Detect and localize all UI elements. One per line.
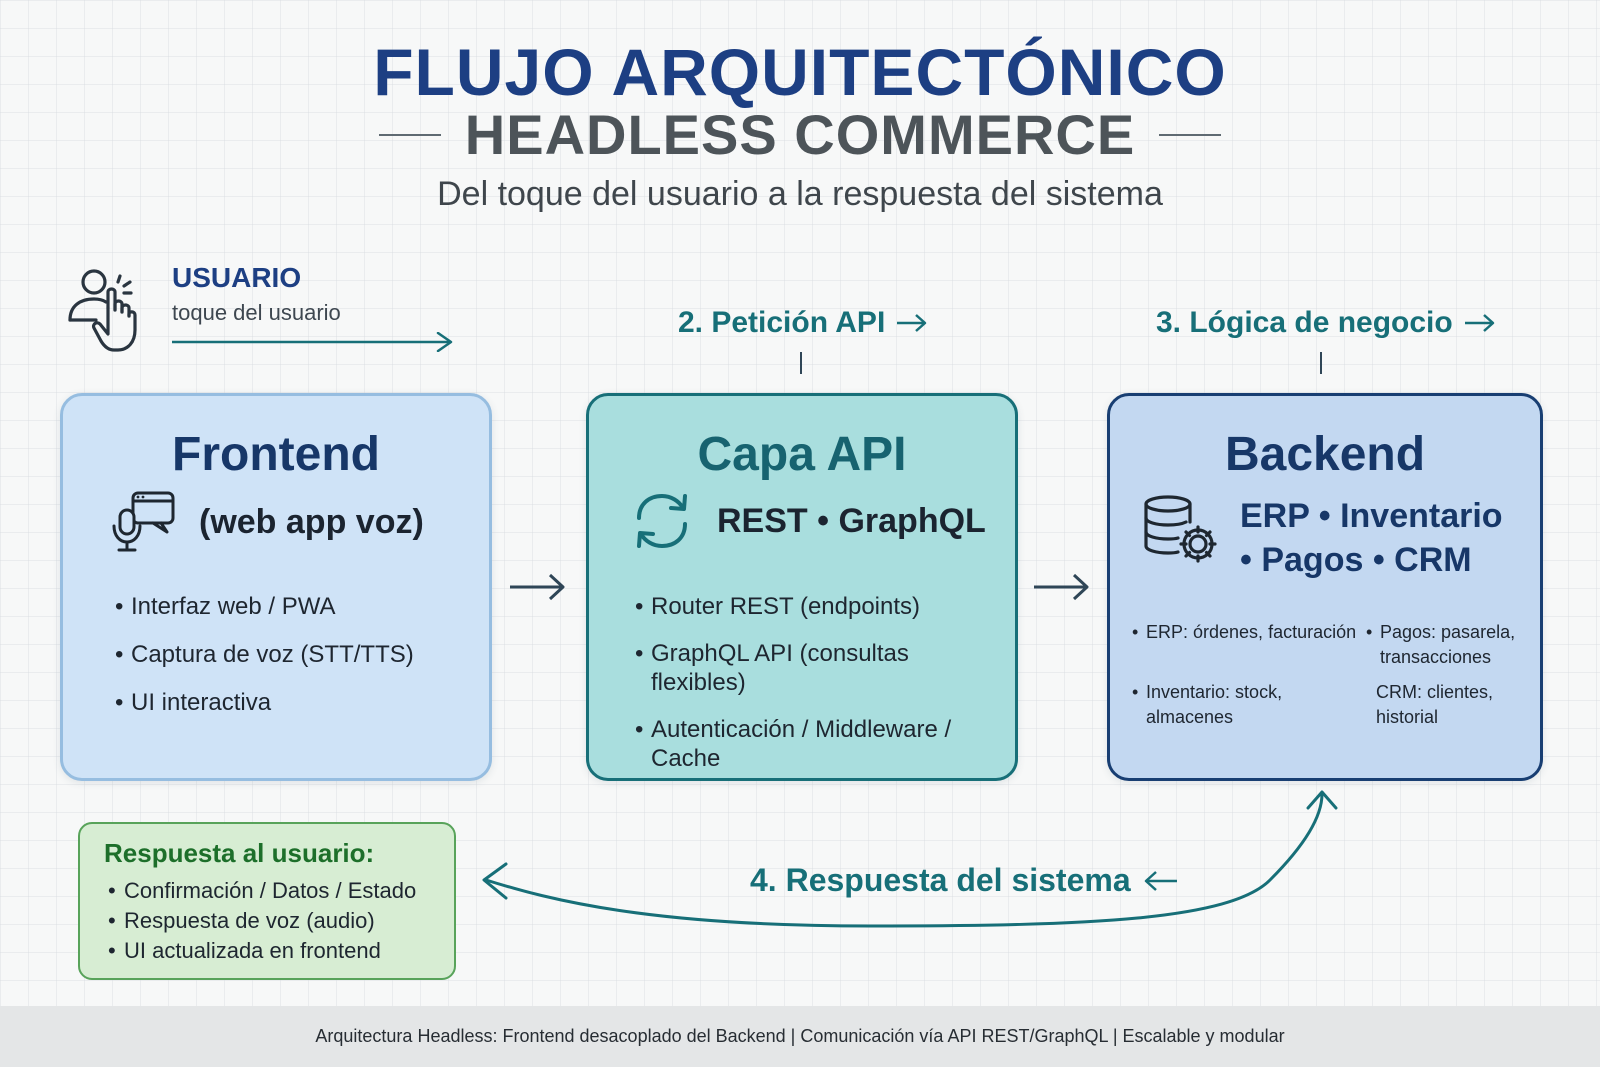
user-subtitle: toque del usuario: [172, 300, 341, 325]
response-box: Respuesta al usuario: Confirmación / Dat…: [78, 822, 456, 980]
arrow-right-icon: [1464, 314, 1494, 332]
sync-icon: [637, 494, 687, 548]
list-item: UI interactiva: [115, 688, 475, 717]
step-3-text: 3. Lógica de negocio: [1156, 306, 1453, 339]
backend-card: Backend ERP • Inventario • Pagos • CRM E…: [1107, 393, 1543, 781]
frontend-bullets: Interfaz web / PWA Captura de voz (STT/T…: [115, 592, 475, 736]
list-item: Interfaz web / PWA: [115, 592, 475, 621]
user-title: USUARIO: [172, 262, 302, 293]
list-item: GraphQL API (consultas flexibles): [635, 639, 1003, 697]
frontend-subtitle: (web app voz): [199, 503, 424, 541]
step-2-label: 2. Petición API: [678, 306, 929, 340]
subtitle-rule-left: [378, 134, 441, 136]
frontend-subtitle-row: (web app voz): [111, 490, 424, 554]
list-item: Confirmación / Datos / Estado: [108, 876, 448, 906]
list-item: Pagos: pasarela, transacciones: [1366, 620, 1526, 670]
backend-subtitle: ERP • Inventario • Pagos • CRM: [1240, 494, 1503, 582]
voice-chat-icon: [112, 491, 175, 552]
api-subtitle-row: REST • GraphQL: [629, 490, 986, 552]
user-arrow-icon: [172, 332, 453, 352]
tagline: Del toque del usuario a la respuesta del…: [437, 175, 1163, 213]
arrow-left-icon: [1144, 870, 1177, 891]
backend-subtitle-line-2: • Pagos • CRM: [1240, 541, 1472, 579]
backend-subtitle-row: ERP • Inventario • Pagos • CRM: [1142, 494, 1503, 582]
step-3-tick: [1320, 352, 1322, 374]
response-bullets: Confirmación / Datos / Estado Respuesta …: [108, 876, 448, 966]
api-title: Capa API: [697, 428, 907, 481]
api-subtitle: REST • GraphQL: [717, 502, 986, 540]
return-arrow-icon: [482, 790, 1338, 928]
response-title: Respuesta al usuario:: [104, 838, 375, 868]
footer-caption: Arquitectura Headless: Frontend desacopl…: [0, 1006, 1600, 1067]
list-item: UI actualizada en frontend: [108, 936, 448, 966]
step-2-text: 2. Petición API: [678, 306, 886, 339]
list-item: Autenticación / Middleware / Cache: [635, 715, 1003, 773]
database-gear-icon: [1144, 495, 1217, 563]
frontend-card: Frontend (web app voz) Interfaz web / PW…: [60, 393, 492, 781]
frontend-title: Frontend: [172, 428, 380, 481]
step-2-tick: [800, 352, 802, 374]
list-item: ERP: órdenes, facturación: [1132, 620, 1362, 645]
backend-subtitle-line-1: ERP • Inventario: [1240, 497, 1503, 535]
step-4-text: 4. Respuesta del sistema: [750, 862, 1131, 898]
api-bullets: Router REST (endpoints) GraphQL API (con…: [635, 592, 1003, 791]
subtitle-row: HEADLESS COMMERCE: [0, 100, 1600, 170]
subtitle: HEADLESS COMMERCE: [464, 103, 1136, 166]
step-4-label: 4. Respuesta del sistema: [750, 862, 1179, 899]
user-tap-icon: [68, 269, 137, 352]
api-card: Capa API REST • GraphQL Router REST (end…: [586, 393, 1018, 781]
arrow-right-icon: [897, 314, 927, 332]
backend-title: Backend: [1224, 428, 1426, 481]
subtitle-rule-right: [1159, 134, 1222, 136]
list-item: CRM: clientes, historial: [1376, 682, 1494, 727]
list-item: Respuesta de voz (audio): [108, 906, 448, 936]
step-3-label: 3. Lógica de negocio: [1156, 306, 1497, 340]
list-item: Inventario: stock, almacenes: [1132, 680, 1368, 730]
list-item: Router REST (endpoints): [635, 592, 1003, 621]
arrow-right-icon: [510, 573, 565, 601]
list-item: Captura de voz (STT/TTS): [115, 640, 475, 669]
arrow-right-icon: [1034, 573, 1089, 601]
main-title: FLUJO ARQUITECTÓNICO: [373, 35, 1227, 109]
